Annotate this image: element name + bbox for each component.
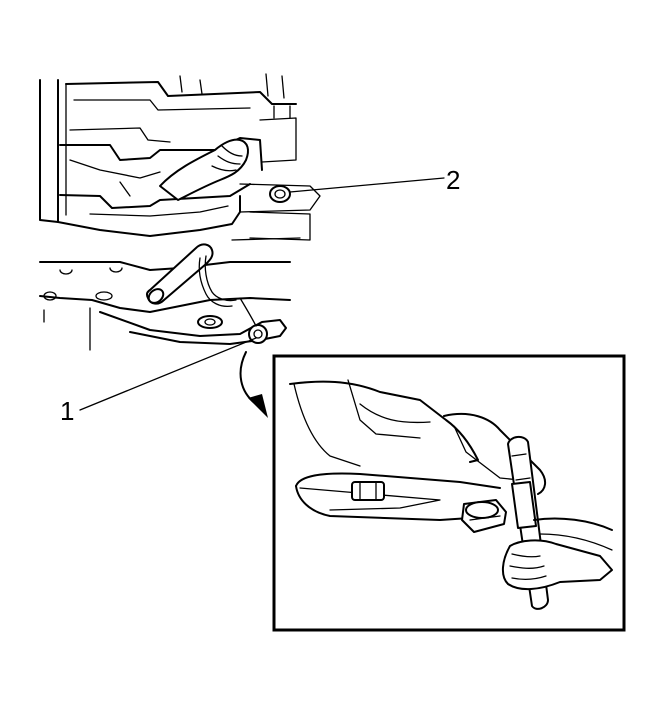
- callout-label-1: 1: [60, 396, 75, 426]
- callout-label-2: 2: [446, 165, 461, 195]
- underbody-assembly: [39, 73, 321, 351]
- detail-inset: [272, 354, 626, 632]
- detail-arrow-icon: [239, 351, 268, 418]
- leader-lines: [79, 177, 445, 411]
